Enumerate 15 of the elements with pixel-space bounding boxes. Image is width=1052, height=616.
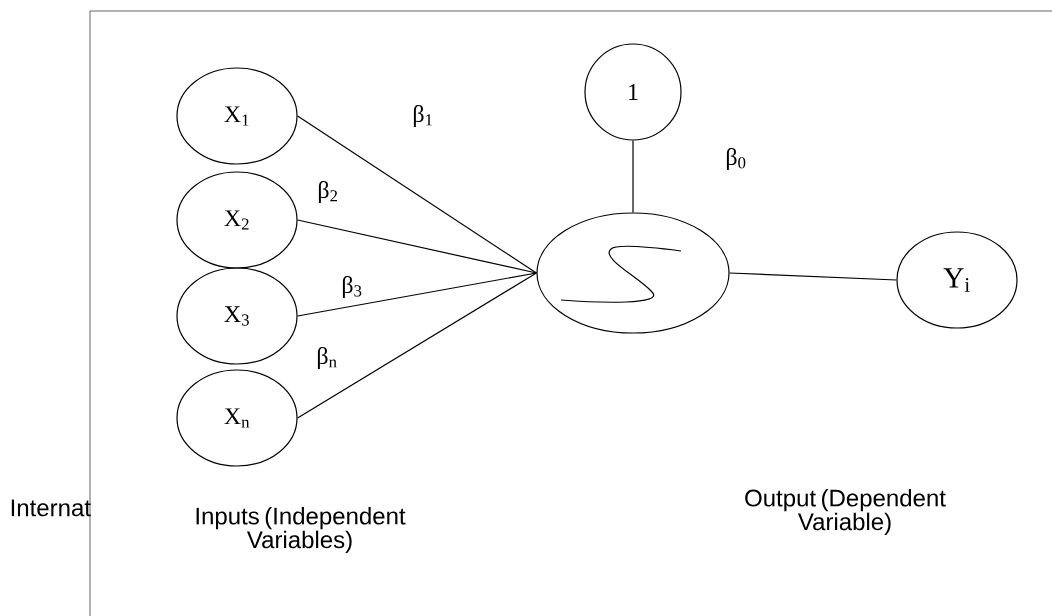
caption-text: Inputs (Independent Variables) bbox=[196, 506, 406, 554]
connector-line bbox=[297, 115, 537, 274]
weight-label: β$_{0}$ bbox=[724, 146, 748, 172]
weight-label: β$_{n}$ bbox=[315, 345, 339, 371]
connector-line bbox=[729, 272, 897, 281]
caption-text: Internat bbox=[11, 499, 91, 517]
connector-line bbox=[297, 272, 537, 317]
weight-label: β$_{1}$ bbox=[411, 103, 435, 129]
caption-text: Output (Dependent Variable) bbox=[745, 488, 946, 536]
connector-line bbox=[297, 219, 537, 274]
weight-label: β$_{3}$ bbox=[340, 274, 364, 300]
connector-line bbox=[632, 140, 634, 213]
sigmoid-ellipse bbox=[536, 212, 730, 334]
connector-line bbox=[297, 272, 537, 419]
weight-label: β$_{2}$ bbox=[316, 179, 340, 205]
